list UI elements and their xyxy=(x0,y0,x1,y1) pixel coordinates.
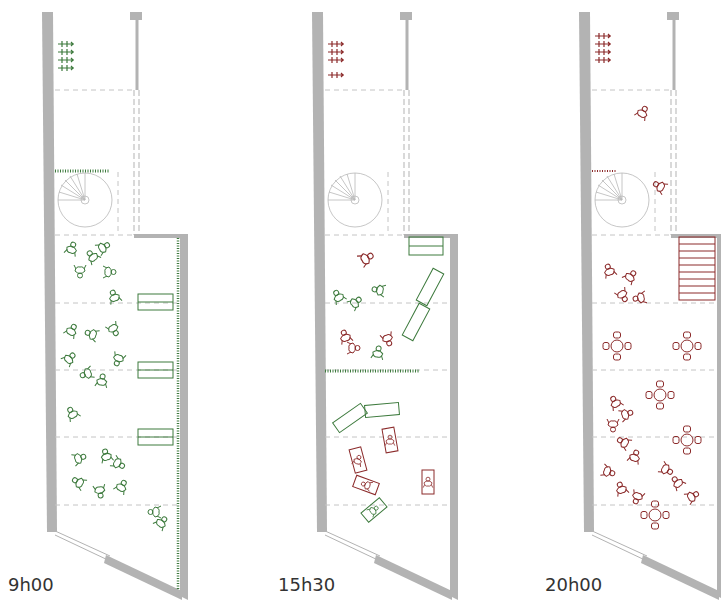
plan-evening xyxy=(579,12,721,600)
time-label: 20h00 xyxy=(545,574,602,595)
time-label: 15h30 xyxy=(278,574,335,595)
plan-morning xyxy=(42,12,188,600)
plan-afternoon xyxy=(312,12,458,600)
time-label: 9h00 xyxy=(8,574,54,595)
